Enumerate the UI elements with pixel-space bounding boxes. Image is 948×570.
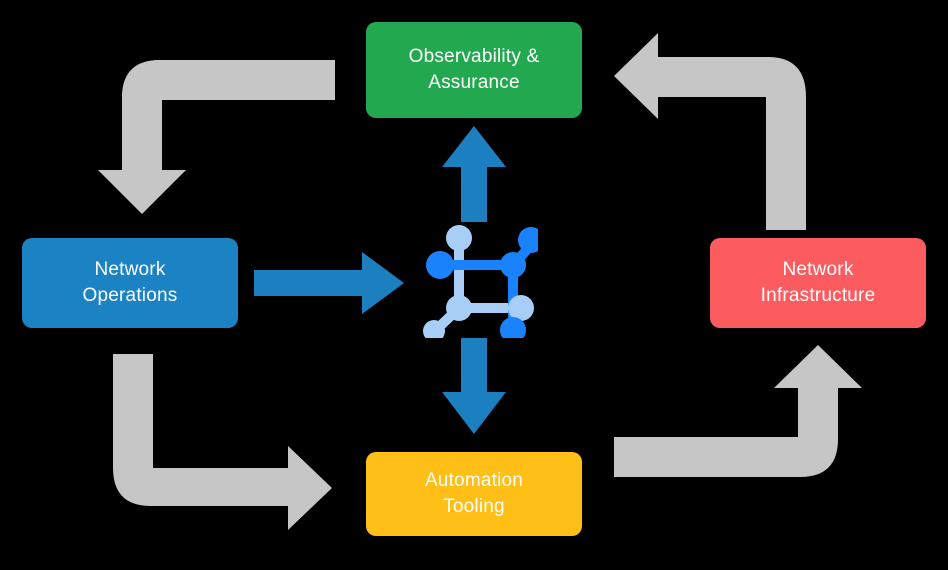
- network-topology-icon: [423, 225, 538, 338]
- topology-light-links: [431, 233, 523, 335]
- arrow-observability-to-operations: [98, 60, 335, 212]
- arrow-infrastructure-to-observability: [614, 33, 806, 230]
- node-observability-assurance[interactable]: Observability & Assurance: [366, 22, 582, 118]
- arrow-automation-to-infrastructure: [614, 345, 862, 477]
- arrow-center-to-automation: [442, 338, 506, 434]
- arrow-center-to-observability: [442, 126, 506, 222]
- node-automation-tooling[interactable]: Automation Tooling: [366, 452, 582, 536]
- arrow-observability-to-operations-elbow: [98, 60, 335, 214]
- topology-dark-nodes: [426, 227, 538, 338]
- arrow-operations-to-automation: [113, 354, 332, 530]
- arrow-operations-to-center: [254, 252, 404, 314]
- node-network-infrastructure[interactable]: Network Infrastructure: [710, 238, 926, 328]
- topology-light-nodes: [423, 225, 534, 338]
- node-network-operations[interactable]: Network Operations: [22, 238, 238, 328]
